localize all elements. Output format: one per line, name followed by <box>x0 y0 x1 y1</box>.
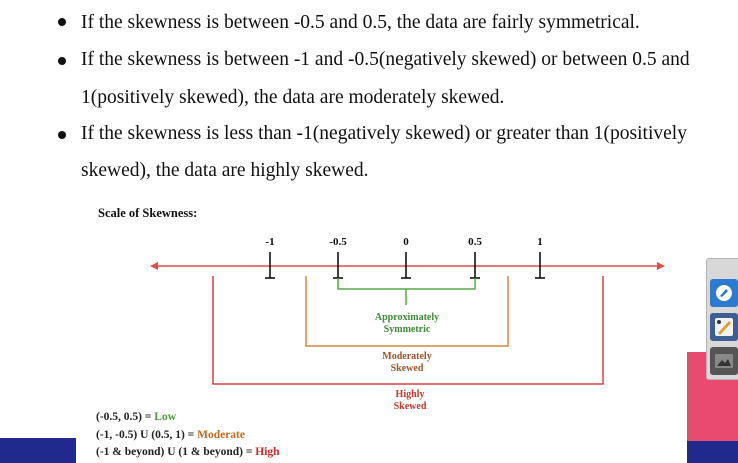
tick-label-neg1: -1 <box>265 236 275 248</box>
bullet-text-3a: If the skewness is less than -1(negative… <box>81 123 687 144</box>
bullet-text-1: If the skewness is between -0.5 and 0.5,… <box>81 12 640 33</box>
axis-arrow-left <box>150 262 158 270</box>
moderately-skewed-label: Moderately Skewed <box>382 351 432 374</box>
image-tool-button[interactable] <box>710 347 738 375</box>
image-icon <box>715 354 733 368</box>
bullet-text-3b: skewed), the data are highly skewed. <box>81 160 369 181</box>
pen-tool-icon <box>716 285 732 301</box>
bullet-dot <box>58 131 66 139</box>
moderate-bracket <box>305 276 509 347</box>
tick-label-05: 0.5 <box>468 236 482 248</box>
draw-icon <box>715 318 733 336</box>
highly-skewed-label: Highly Skewed <box>393 389 427 412</box>
symmetric-bracket <box>337 278 476 290</box>
legend-row-high: (-1 & beyond) U (1 & beyond) = High <box>96 446 280 458</box>
scale-title: Scale of Skewness: <box>98 206 198 220</box>
tick-label-1: 1 <box>537 236 543 248</box>
bullet-text-2a: If the skewness is between -1 and -0.5(n… <box>81 49 690 70</box>
legend-row-low: (-0.5, 0.5) = Low <box>96 411 177 423</box>
bullet-dot <box>58 18 66 26</box>
axis-arrow-right <box>657 262 665 270</box>
legend-row-moderate: (-1, -0.5) U (0.5, 1) = Moderate <box>96 429 245 441</box>
draw-tool-button[interactable] <box>710 313 738 341</box>
tick-label-neg05: -0.5 <box>329 236 347 248</box>
bullet-text-2b: 1(positively skewed), the data are moder… <box>81 87 505 108</box>
approx-symmetric-label: Approximately Symmetric <box>374 312 440 335</box>
decorative-blue-strip <box>687 441 738 463</box>
high-bracket <box>212 276 604 385</box>
decorative-blue-block <box>0 438 76 463</box>
pen-tool-button[interactable] <box>710 279 738 307</box>
bullet-dot <box>58 57 66 65</box>
side-toolbar <box>706 258 738 380</box>
tick-label-0: 0 <box>403 236 409 248</box>
